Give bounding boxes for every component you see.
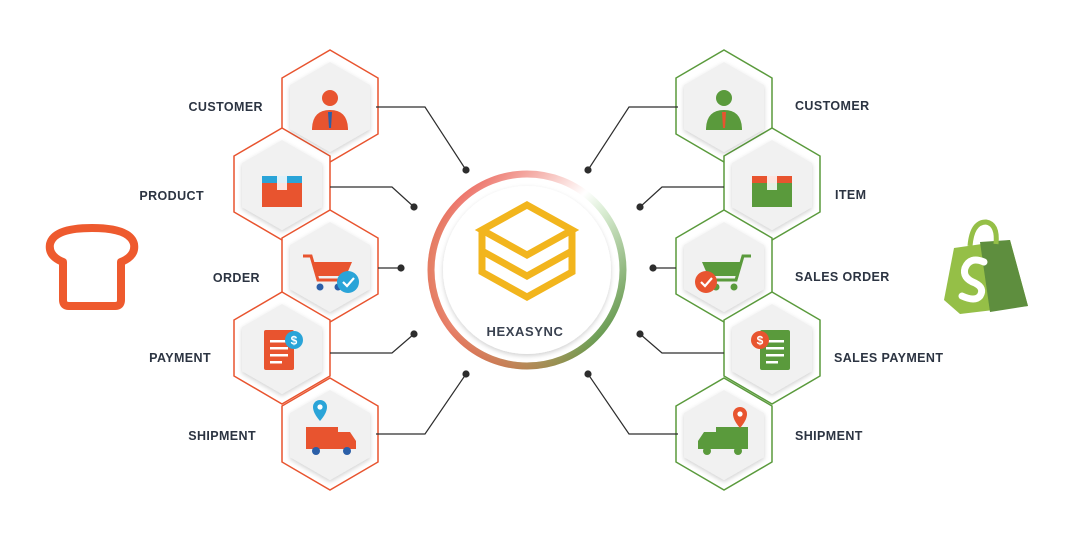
hexasync-logo-icon [474, 200, 580, 302]
svg-text:$: $ [757, 334, 764, 348]
right-label-item: ITEM [835, 188, 867, 202]
left-label-customer: CUSTOMER [188, 100, 263, 114]
left-label-order: ORDER [212, 271, 260, 285]
shopify-bag-icon [944, 219, 1028, 314]
left-label-shipment: SHIPMENT [188, 429, 256, 443]
toast-logo-icon [45, 224, 139, 310]
left-payment-invoice-icon: $ [264, 330, 303, 370]
left-shipment-truck-icon [306, 400, 356, 455]
right-label-customer: CUSTOMER [795, 99, 870, 113]
hexasync-hub [427, 170, 627, 370]
left-product-box-icon [262, 176, 302, 207]
right-sales-order-cart-icon [695, 254, 751, 293]
connector-lines [330, 106, 724, 435]
svg-text:$: $ [291, 334, 298, 348]
connector-dots [397, 166, 657, 378]
hub-title: HEXASYNC [486, 324, 564, 339]
right-label-sales-order: SALES ORDER [795, 270, 890, 284]
right-customer-icon [706, 90, 742, 130]
left-hex-inner [242, 62, 370, 480]
right-sales-payment-invoice-icon: $ [751, 330, 790, 370]
left-customer-icon [312, 90, 348, 130]
left-shopping-cart-check-icon [303, 254, 359, 293]
right-label-shipment: SHIPMENT [795, 429, 863, 443]
right-label-sales-payment: SALES PAYMENT [834, 351, 944, 365]
right-shipment-truck-icon [698, 407, 748, 455]
left-label-payment: PAYMENT [149, 351, 211, 365]
right-hex-inner [684, 62, 812, 480]
left-label-product: PRODUCT [139, 189, 204, 203]
right-item-box-icon [752, 176, 792, 207]
